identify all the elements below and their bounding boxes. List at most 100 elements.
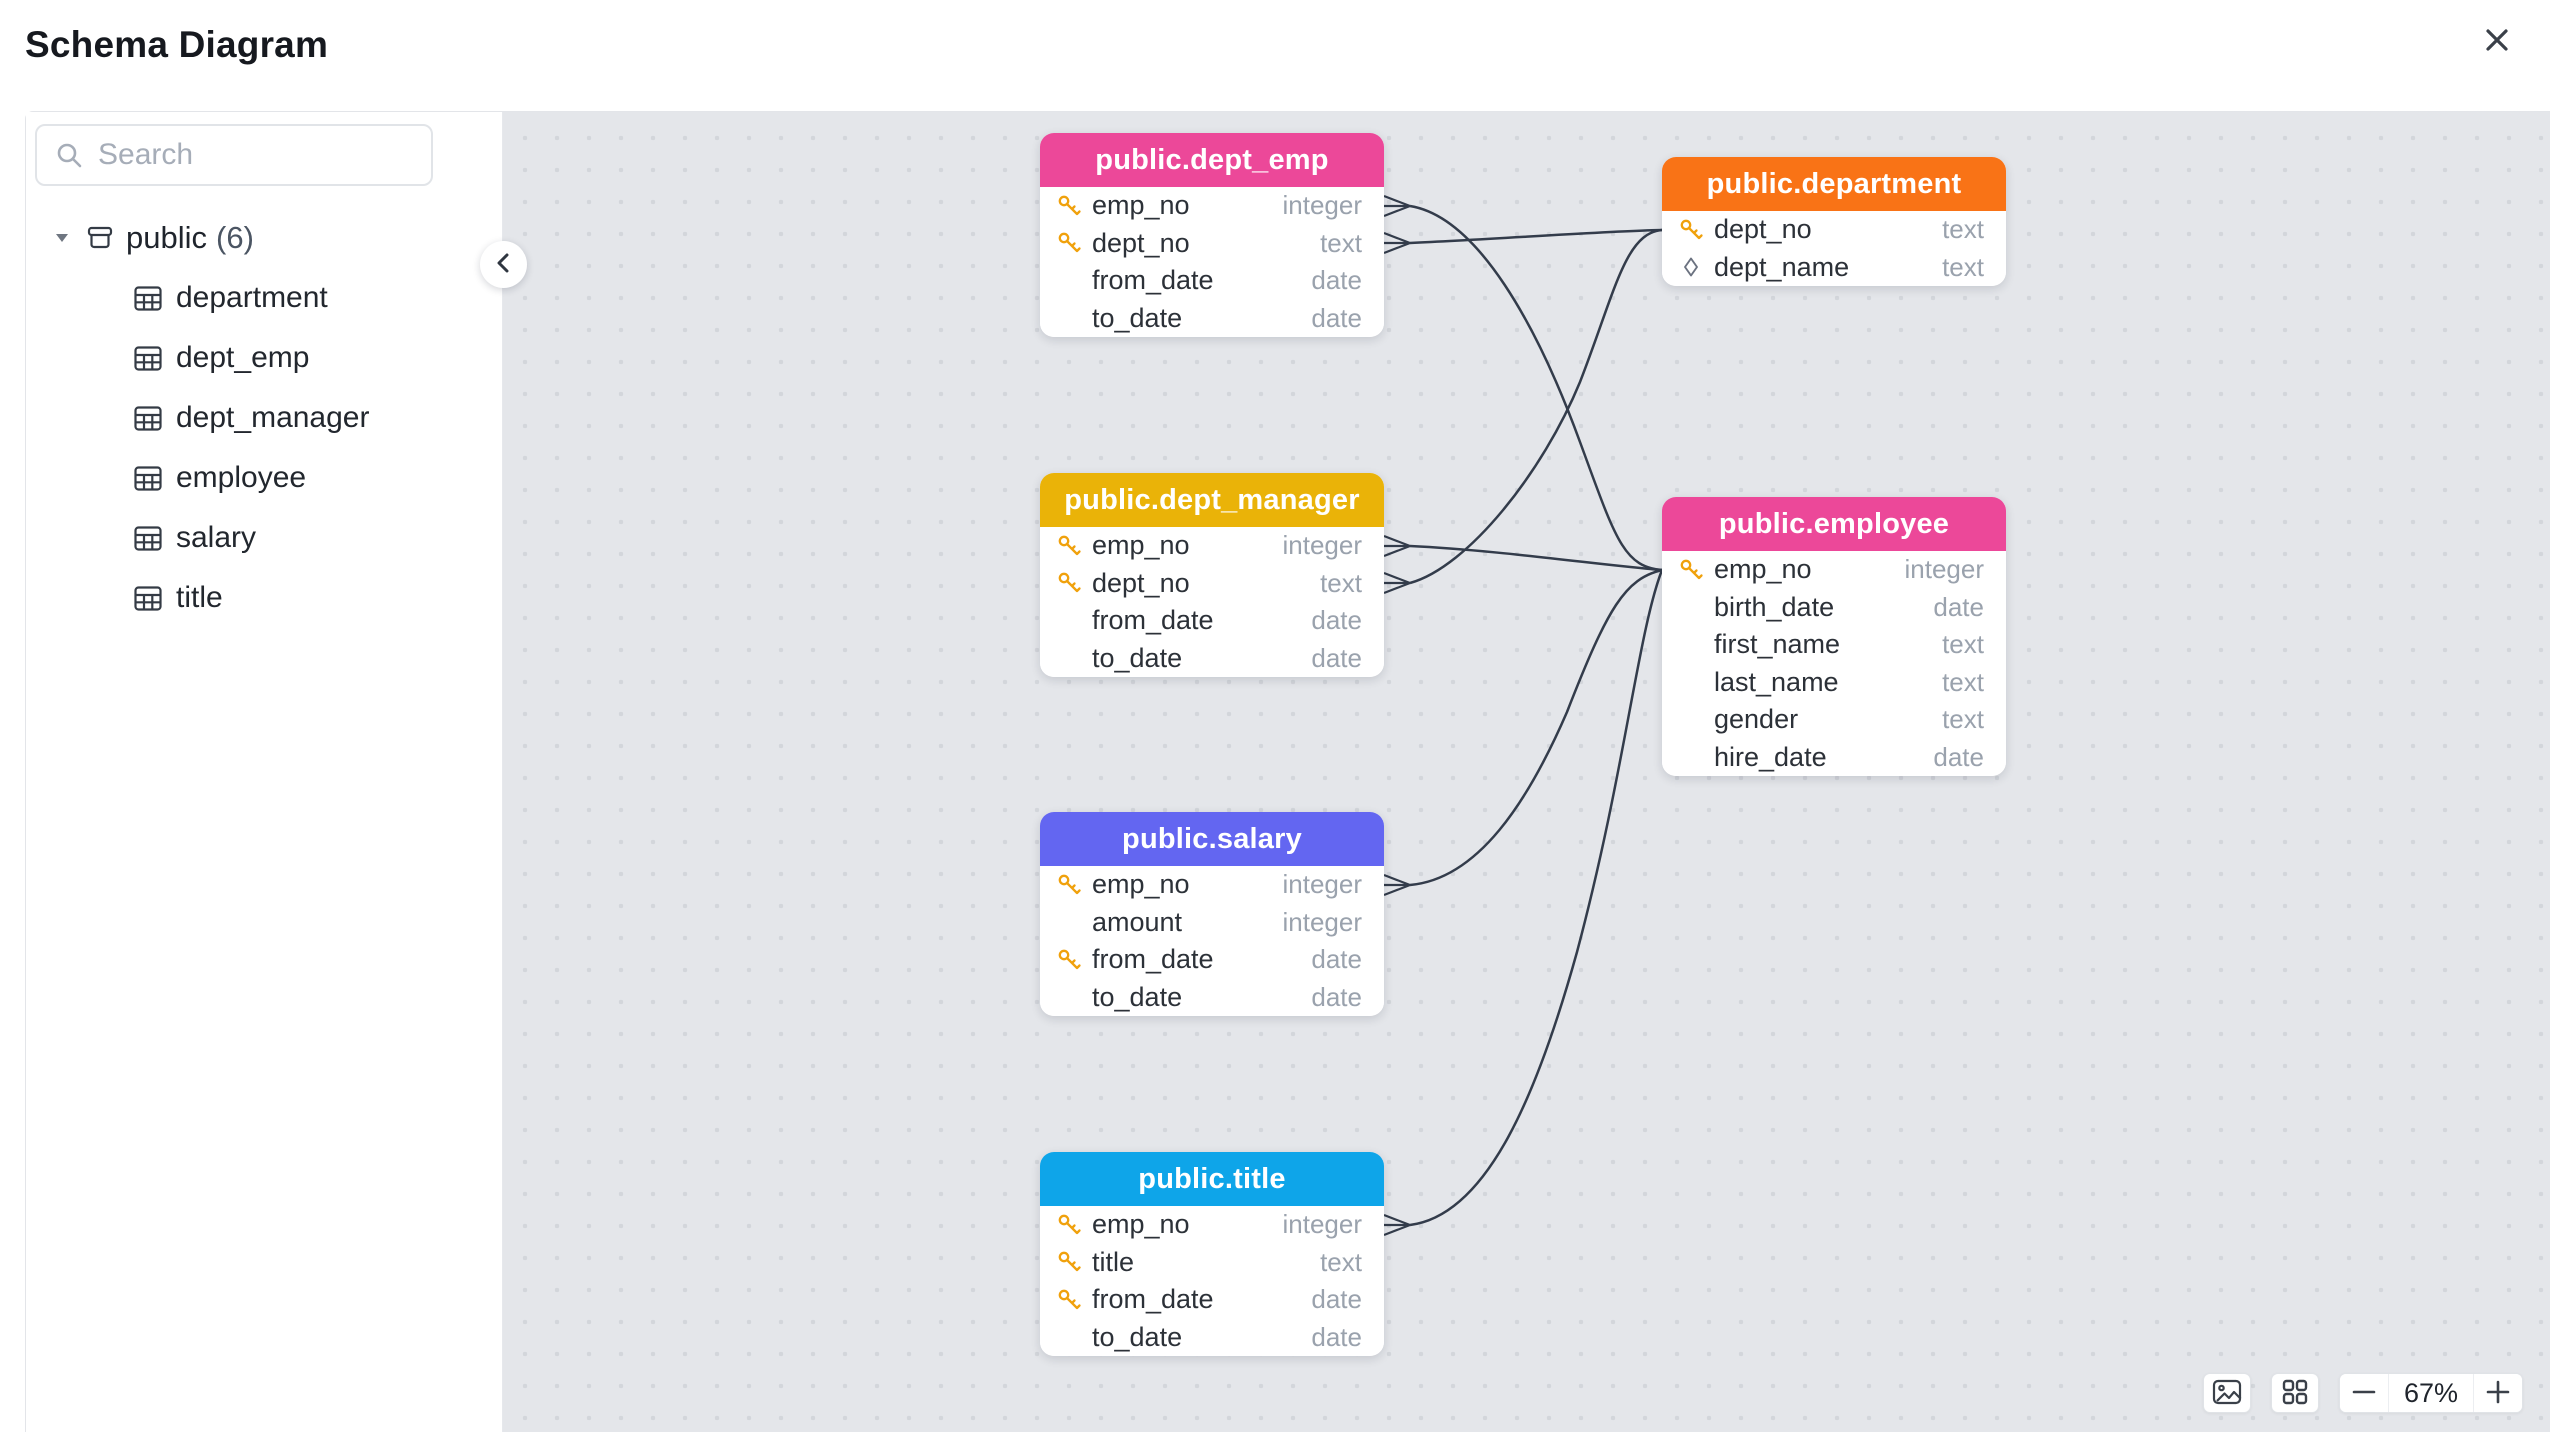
table-column-row: last_name text bbox=[1662, 663, 2006, 701]
column-type: integer bbox=[1904, 554, 1985, 585]
column-name: to_date bbox=[1092, 642, 1183, 673]
table-node-body: emp_no integer dept_no text from_date da… bbox=[1040, 527, 1384, 677]
sidebar-table-item-dept_emp[interactable]: dept_emp bbox=[26, 334, 502, 382]
table-column-row: dept_no text bbox=[1040, 564, 1384, 602]
column-type: text bbox=[1320, 567, 1362, 598]
table-column-row: from_date date bbox=[1040, 941, 1384, 979]
schema-board: public (6) department dept_emp bbox=[25, 111, 2550, 1432]
relationship-edge dept_emp.dept_no->department.dept_no bbox=[1409, 228, 1663, 245]
column-type: date bbox=[1311, 605, 1362, 636]
sidebar-table-label: dept_manager bbox=[176, 401, 370, 434]
table-icon bbox=[133, 405, 163, 432]
table-node-title: public.employee bbox=[1718, 507, 1950, 540]
column-type: text bbox=[1942, 214, 1984, 245]
table-column-row: to_date date bbox=[1040, 1318, 1384, 1356]
table-node-title: public.dept_emp bbox=[1095, 143, 1329, 176]
sidebar-table-label: title bbox=[176, 581, 223, 614]
search-input[interactable] bbox=[98, 138, 484, 172]
sidebar-table-item-department[interactable]: department bbox=[26, 274, 502, 322]
table-node-dept_manager[interactable]: public.dept_manager emp_no integer dept_… bbox=[1040, 473, 1384, 677]
app-header: Schema Diagram bbox=[0, 0, 2550, 111]
table-icon bbox=[133, 285, 163, 312]
no-icon bbox=[1056, 608, 1086, 634]
primary-key-icon bbox=[1056, 1287, 1086, 1313]
grid-icon bbox=[2281, 1378, 2309, 1409]
sidebar-table-item-title[interactable]: title bbox=[26, 574, 502, 622]
primary-key-icon bbox=[1056, 872, 1086, 898]
column-name: dept_name bbox=[1714, 251, 1850, 282]
column-name: dept_no bbox=[1714, 214, 1812, 245]
table-node-header[interactable]: public.dept_manager bbox=[1040, 473, 1384, 527]
sidebar-table-item-dept_manager[interactable]: dept_manager bbox=[26, 394, 502, 442]
export-image-button[interactable] bbox=[2203, 1373, 2251, 1413]
relationship-edge dept_manager.dept_no->department.dept_no bbox=[1409, 228, 1663, 585]
table-node-body: emp_no integer title text from_date date… bbox=[1040, 1206, 1384, 1356]
table-node-body: emp_no integer amount integer from_date … bbox=[1040, 866, 1384, 1016]
table-column-row: dept_no text bbox=[1040, 224, 1384, 262]
table-node-header[interactable]: public.department bbox=[1662, 157, 2006, 211]
caret-down-icon[interactable] bbox=[53, 229, 71, 247]
column-name: emp_no bbox=[1092, 190, 1190, 221]
column-type: integer bbox=[1282, 530, 1363, 561]
diagram-canvas[interactable]: public.dept_emp emp_no integer dept_no t… bbox=[503, 112, 2550, 1432]
relationship-edge title.emp_no->employee.emp_no bbox=[1409, 569, 1664, 1227]
plus-icon bbox=[2485, 1379, 2511, 1408]
primary-key-icon bbox=[1056, 570, 1086, 596]
sidebar-table-item-employee[interactable]: employee bbox=[26, 454, 502, 502]
table-node-salary[interactable]: public.salary emp_no integer amount inte… bbox=[1040, 812, 1384, 1016]
no-icon bbox=[1056, 909, 1086, 935]
table-column-row: first_name text bbox=[1662, 626, 2006, 664]
table-node-employee[interactable]: public.employee emp_no integer birth_dat… bbox=[1662, 497, 2006, 776]
column-name: from_date bbox=[1092, 1284, 1214, 1315]
table-column-row: emp_no integer bbox=[1040, 1206, 1384, 1244]
table-node-body: dept_no text dept_name text bbox=[1662, 211, 2006, 286]
table-node-title[interactable]: public.title emp_no integer title text f… bbox=[1040, 1152, 1384, 1356]
table-node-header[interactable]: public.dept_emp bbox=[1040, 133, 1384, 187]
column-name: from_date bbox=[1092, 944, 1214, 975]
no-icon bbox=[1056, 984, 1086, 1010]
column-name: first_name bbox=[1714, 629, 1841, 660]
table-node-header[interactable]: public.title bbox=[1040, 1152, 1384, 1206]
no-icon bbox=[1678, 744, 1708, 770]
primary-key-icon bbox=[1056, 193, 1086, 219]
column-type: date bbox=[1311, 302, 1362, 333]
table-node-header[interactable]: public.salary bbox=[1040, 812, 1384, 866]
column-name: emp_no bbox=[1714, 554, 1812, 585]
column-type: date bbox=[1311, 944, 1362, 975]
no-icon bbox=[1056, 268, 1086, 294]
column-type: text bbox=[1320, 227, 1362, 258]
zoom-out-button[interactable] bbox=[2340, 1374, 2388, 1412]
column-name: emp_no bbox=[1092, 1209, 1190, 1240]
sidebar-collapse-button[interactable] bbox=[480, 241, 527, 288]
table-column-row: from_date date bbox=[1040, 262, 1384, 300]
table-node-dept_emp[interactable]: public.dept_emp emp_no integer dept_no t… bbox=[1040, 133, 1384, 337]
table-node-body: emp_no integer dept_no text from_date da… bbox=[1040, 187, 1384, 337]
table-icon bbox=[133, 465, 163, 492]
sidebar-table-item-salary[interactable]: salary bbox=[26, 514, 502, 562]
primary-key-icon bbox=[1056, 533, 1086, 559]
schema-icon bbox=[85, 223, 115, 253]
image-icon bbox=[2211, 1378, 2243, 1409]
table-node-department[interactable]: public.department dept_no text dept_name… bbox=[1662, 157, 2006, 286]
crow-foot-marker bbox=[1383, 571, 1411, 595]
table-icon bbox=[133, 585, 163, 612]
search-icon bbox=[54, 140, 84, 170]
table-column-row: title text bbox=[1040, 1243, 1384, 1281]
primary-key-icon bbox=[1678, 217, 1708, 243]
close-button[interactable] bbox=[2470, 14, 2524, 68]
no-icon bbox=[1056, 305, 1086, 331]
table-node-header[interactable]: public.employee bbox=[1662, 497, 2006, 551]
table-column-row: dept_name text bbox=[1662, 248, 2006, 286]
auto-layout-button[interactable] bbox=[2271, 1373, 2319, 1413]
schema-tree-toggle[interactable]: public (6) bbox=[26, 214, 502, 262]
relationship-edges-layer bbox=[1383, 194, 1664, 1237]
crow-foot-marker bbox=[1383, 873, 1411, 897]
no-icon bbox=[1678, 669, 1708, 695]
table-column-row: dept_no text bbox=[1662, 211, 2006, 249]
primary-key-icon bbox=[1056, 230, 1086, 256]
zoom-in-button[interactable] bbox=[2474, 1374, 2522, 1412]
column-type: date bbox=[1311, 1284, 1362, 1315]
tables-sidebar: public (6) department dept_emp bbox=[26, 112, 503, 1432]
no-icon bbox=[1678, 594, 1708, 620]
column-type: integer bbox=[1282, 906, 1363, 937]
